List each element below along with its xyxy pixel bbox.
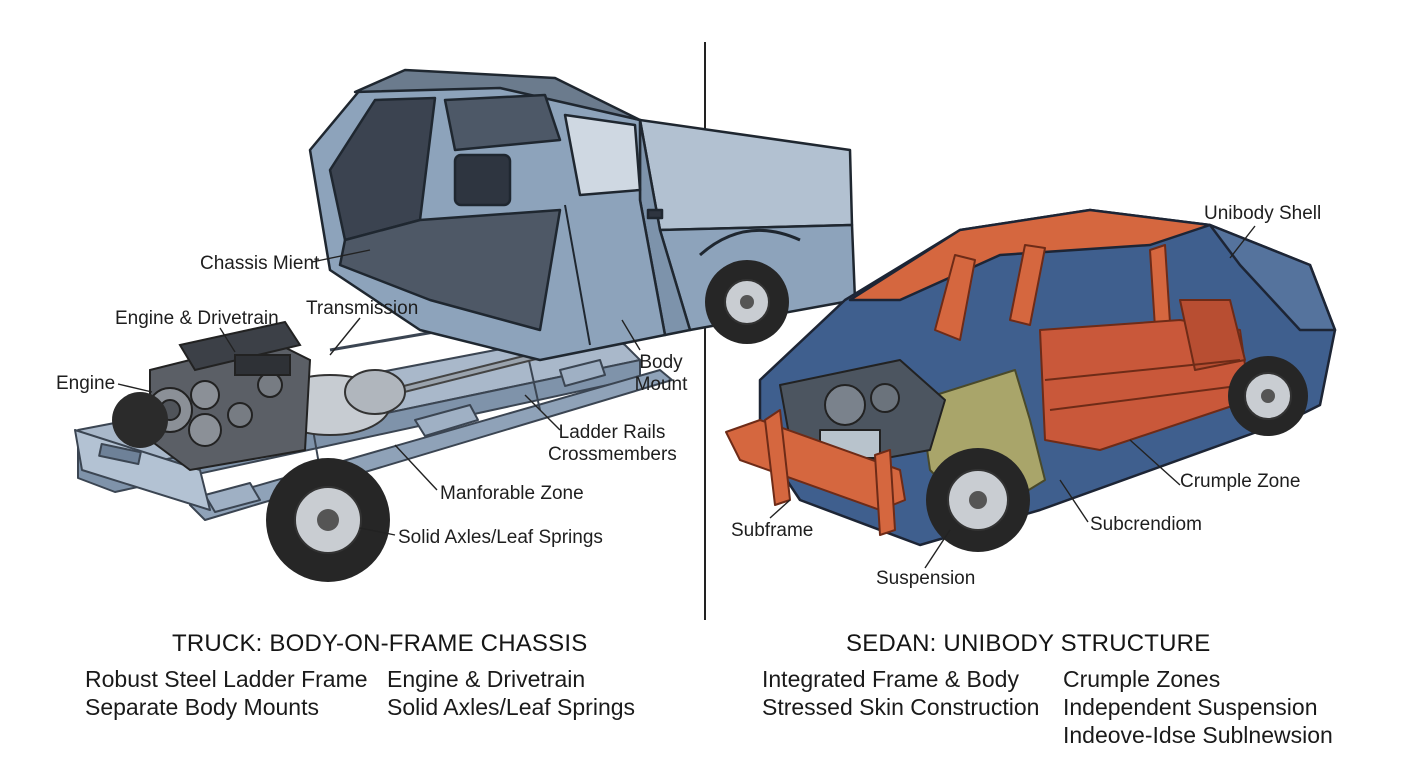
sedan-illustration bbox=[725, 208, 1337, 569]
truck-rear-wheel bbox=[705, 260, 789, 344]
callout-unibody-shell: Unibody Shell bbox=[1204, 203, 1322, 224]
callout-engine-drivetrain: Engine & Drivetrain bbox=[115, 308, 279, 329]
sedan-front-wheel bbox=[926, 448, 1030, 552]
truck-heading: TRUCK: BODY-ON-FRAME CHASSIS bbox=[172, 630, 588, 657]
sedan-feature-item: Stressed Skin Construction bbox=[762, 694, 1040, 720]
callout-body-mount: Body Mount bbox=[633, 352, 689, 396]
sedan-features-right: Crumple Zones Independent Suspension Ind… bbox=[1063, 665, 1333, 749]
sedan-feature-item: Integrated Frame & Body bbox=[762, 666, 1019, 692]
truck-feature-item: Robust Steel Ladder Frame bbox=[85, 666, 368, 692]
sedan-leader-lines bbox=[769, 225, 1256, 569]
sedan-feature-item: Crumple Zones bbox=[1063, 666, 1221, 692]
callout-crumple-zone: Crumple Zone bbox=[1180, 471, 1301, 492]
callout-subframe: Subframe bbox=[731, 520, 814, 541]
truck-feature-item: Engine & Drivetrain bbox=[387, 666, 586, 692]
callout-chassis-mount: Chassis Mient bbox=[200, 253, 320, 274]
sedan-feature-item: Independent Suspension bbox=[1063, 694, 1318, 720]
callout-transmission: Transmission bbox=[306, 298, 419, 319]
callout-body-mount-line2: Mount bbox=[634, 374, 688, 395]
callout-suspension: Suspension bbox=[876, 568, 976, 589]
truck-body bbox=[308, 68, 857, 362]
callout-solid-axles: Solid Axles/Leaf Springs bbox=[398, 527, 603, 548]
truck-feature-item: Separate Body Mounts bbox=[85, 694, 319, 720]
sedan-features-left: Integrated Frame & Body Stressed Skin Co… bbox=[762, 665, 1039, 721]
sedan-feature-item: Indeove-Idse Sublnewsion bbox=[1063, 722, 1333, 748]
truck-features-right: Engine & Drivetrain Solid Axles/Leaf Spr… bbox=[387, 665, 635, 721]
truck-illustration bbox=[74, 68, 857, 582]
sedan-unibody-frame bbox=[934, 244, 1251, 451]
truck-front-wheel bbox=[266, 458, 390, 582]
truck-feature-item: Solid Axles/Leaf Springs bbox=[387, 694, 636, 720]
engine-block bbox=[147, 320, 312, 472]
sedan-front-subframe bbox=[725, 409, 906, 536]
truck-leader-lines bbox=[117, 249, 641, 536]
callout-manforable-zone: Manforable Zone bbox=[440, 483, 584, 504]
callout-ladder-rails-line1: Ladder Rails bbox=[558, 422, 666, 443]
sedan-rear-wheel bbox=[1228, 356, 1308, 436]
callout-subcrendiom: Subcrendiom bbox=[1090, 514, 1202, 535]
callout-body-mount-line1: Body bbox=[639, 352, 683, 373]
callout-crossmembers: Crossmembers bbox=[548, 444, 677, 465]
callout-engine: Engine bbox=[56, 373, 116, 394]
sedan-heading: SEDAN: UNIBODY STRUCTURE bbox=[846, 630, 1211, 657]
callout-ladder-rails: Ladder Rails Crossmembers bbox=[548, 422, 677, 466]
truck-features-left: Robust Steel Ladder Frame Separate Body … bbox=[85, 665, 368, 721]
truck-left-front-wheel bbox=[112, 392, 168, 448]
